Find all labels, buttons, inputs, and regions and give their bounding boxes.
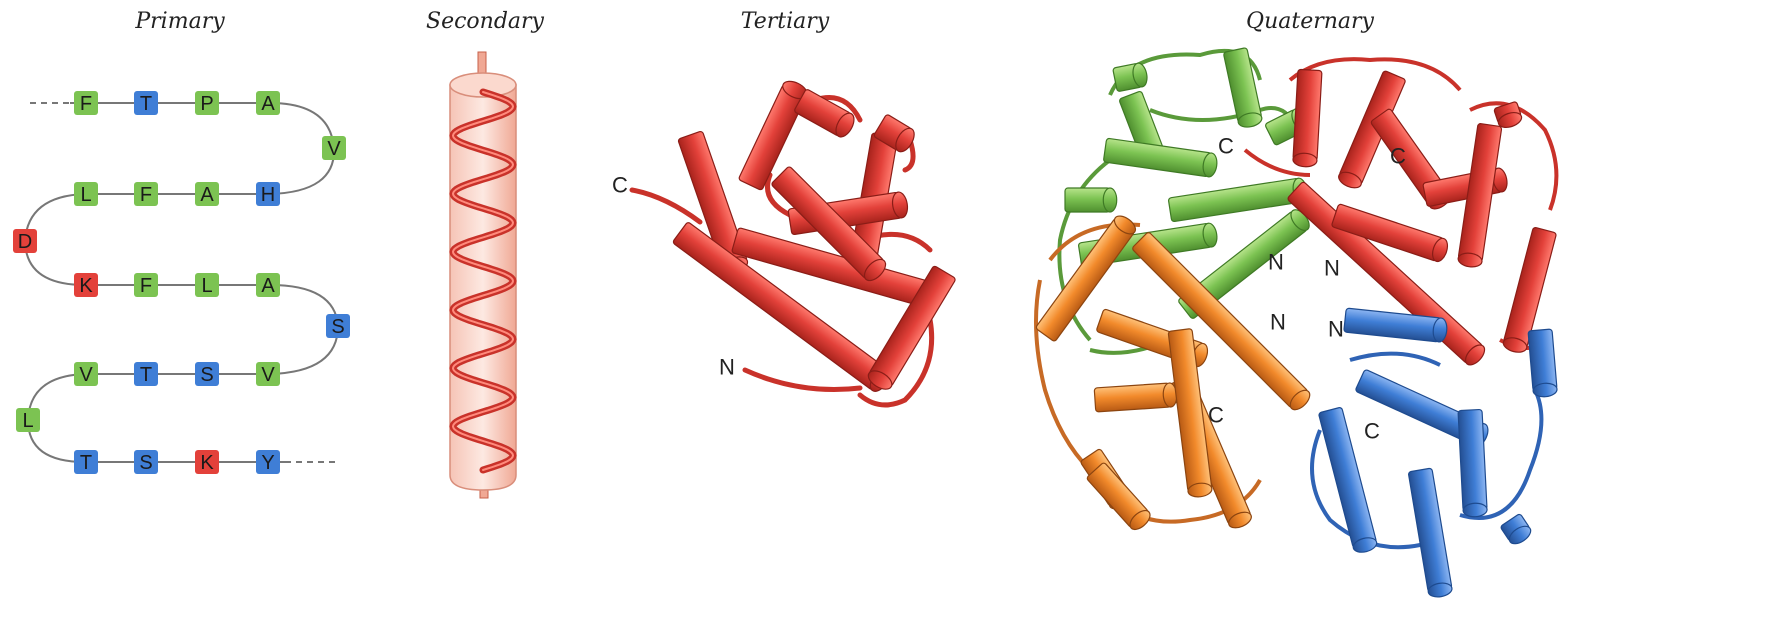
residue-24: Y xyxy=(256,450,280,474)
residue-20: L xyxy=(16,408,40,432)
residue-15: S xyxy=(326,314,350,338)
residue-letter: V xyxy=(79,364,93,386)
residue-letter: Y xyxy=(261,452,274,474)
residue-10: D xyxy=(13,229,37,253)
residue-letter: T xyxy=(80,452,92,474)
residue-letter: L xyxy=(201,275,212,297)
residue-letter: S xyxy=(200,364,213,386)
residue-3: P xyxy=(195,91,219,115)
residue-letter: S xyxy=(331,316,344,338)
quaternary-helix-25 xyxy=(1528,329,1558,398)
tertiary-n-terminus: N xyxy=(719,355,735,380)
alpha-helix xyxy=(450,52,516,498)
quaternary-terminus-2: C xyxy=(1390,144,1406,169)
residue-letter: V xyxy=(261,364,275,386)
primary-structure: F T P A V H A F L D K F L A S V S T V L T S K Y xyxy=(13,91,350,474)
residue-letter: K xyxy=(79,275,93,297)
quaternary-helix-30 xyxy=(1094,383,1177,412)
residue-letter: D xyxy=(18,231,32,253)
residue-letter: A xyxy=(261,275,275,297)
residue-14: A xyxy=(256,273,280,297)
residue-2: T xyxy=(134,91,158,115)
residue-11: K xyxy=(74,273,98,297)
residue-letter: T xyxy=(140,93,152,115)
quaternary-helices xyxy=(1035,47,1557,598)
residue-letter: A xyxy=(200,184,214,206)
quaternary-terminus-3: N xyxy=(1268,250,1284,275)
quaternary-structure: C C N N N N C C xyxy=(1035,47,1557,598)
residue-18: T xyxy=(134,362,158,386)
residue-letter: A xyxy=(261,93,275,115)
tertiary-c-terminus: C xyxy=(612,173,628,198)
quaternary-helix-33 xyxy=(1086,462,1153,533)
residue-1: F xyxy=(74,91,98,115)
residue-17: S xyxy=(195,362,219,386)
primary-chain xyxy=(25,103,338,462)
residue-21: T xyxy=(74,450,98,474)
residue-5: V xyxy=(322,136,346,160)
quaternary-helix-5 xyxy=(1065,188,1117,212)
tertiary-helix-2 xyxy=(738,78,810,191)
residue-22: S xyxy=(134,450,158,474)
residue-letter: K xyxy=(200,452,214,474)
quaternary-terminus-7: C xyxy=(1208,403,1224,428)
residue-letter: L xyxy=(80,184,91,206)
title-quaternary: Quaternary xyxy=(1246,9,1375,34)
quaternary-terminus-8: C xyxy=(1364,419,1380,444)
title-primary: Primary xyxy=(134,9,225,34)
residue-12: F xyxy=(134,273,158,297)
quaternary-terminus-1: C xyxy=(1218,134,1234,159)
residue-letter: V xyxy=(327,138,341,160)
title-secondary: Secondary xyxy=(426,9,545,34)
tertiary-structure: C N xyxy=(612,78,956,405)
quaternary-helix-23 xyxy=(1408,468,1453,599)
residue-letter: F xyxy=(140,275,152,297)
residue-16: V xyxy=(256,362,280,386)
residue-letter: H xyxy=(261,184,275,206)
residue-13: L xyxy=(195,273,219,297)
quaternary-helix-24 xyxy=(1500,513,1534,547)
title-tertiary: Tertiary xyxy=(741,9,830,34)
residue-letter: F xyxy=(80,93,92,115)
quaternary-helix-10 xyxy=(1293,69,1322,167)
residue-7: A xyxy=(195,182,219,206)
residue-letter: S xyxy=(139,452,152,474)
quaternary-terminus-5: N xyxy=(1270,310,1286,335)
residue-19: V xyxy=(74,362,98,386)
residue-letter: T xyxy=(140,364,152,386)
quaternary-helix-12 xyxy=(1287,181,1488,368)
residue-9: L xyxy=(74,182,98,206)
quaternary-terminus-6: N xyxy=(1328,317,1344,342)
quaternary-terminus-4: N xyxy=(1324,256,1340,281)
residue-8: F xyxy=(134,182,158,206)
residue-letter: F xyxy=(140,184,152,206)
residue-4: A xyxy=(256,91,280,115)
residue-letter: P xyxy=(200,93,213,115)
residue-23: K xyxy=(195,450,219,474)
quaternary-helix-1 xyxy=(1113,62,1149,92)
residue-6: H xyxy=(256,182,280,206)
residue-letter: L xyxy=(22,410,33,432)
quaternary-helix-22 xyxy=(1458,409,1487,517)
